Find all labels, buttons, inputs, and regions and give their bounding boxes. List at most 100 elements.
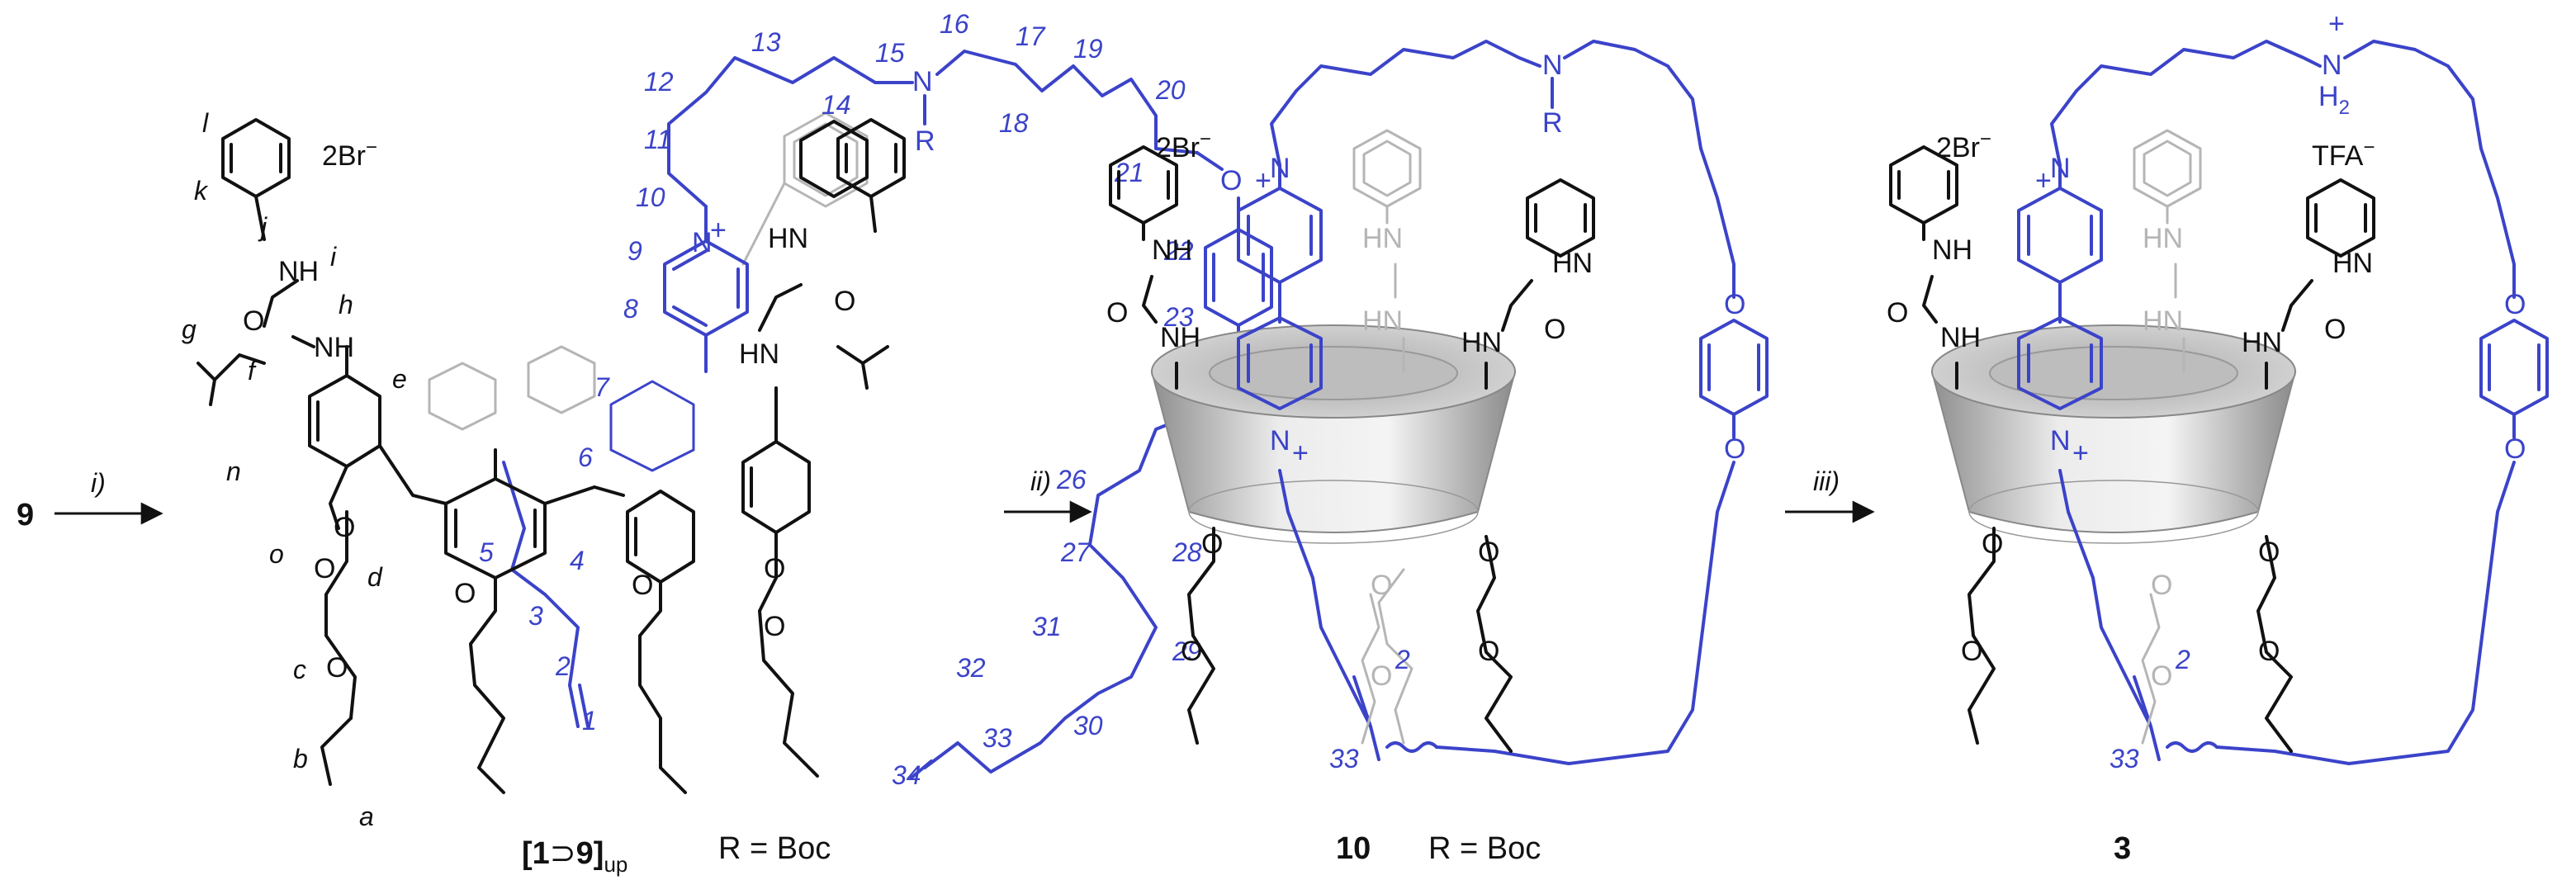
svg-text:HN: HN [2242, 327, 2282, 358]
svg-text:3: 3 [528, 601, 543, 631]
svg-text:O: O [834, 286, 855, 317]
svg-text:e: e [392, 364, 407, 394]
svg-text:O: O [1106, 297, 1128, 329]
structure1-atoms: N + N R O O NH NH O HN HN O O O O O O O … [243, 66, 1247, 684]
calixarene-back-ring [428, 345, 596, 431]
svg-text:o: o [269, 539, 284, 569]
svg-text:N: N [1270, 425, 1290, 457]
svg-text:2: 2 [555, 651, 571, 681]
svg-text:h: h [339, 290, 353, 319]
svg-text:5: 5 [479, 537, 494, 567]
svg-text:3: 3 [2114, 831, 2131, 866]
svg-text:12: 12 [644, 67, 674, 97]
svg-text:R = Boc: R = Boc [1428, 831, 1541, 866]
svg-text:13: 13 [751, 27, 781, 57]
structure1-letter-labels: a b c d e f g h i j k l n o [182, 108, 407, 831]
svg-text:8: 8 [623, 294, 638, 324]
structure3-labels: 2 33 [2110, 645, 2190, 774]
svg-text:N: N [2050, 153, 2071, 184]
svg-text:HN: HN [768, 223, 808, 254]
gray-ether-10 [1377, 568, 1413, 745]
svg-text:N: N [2050, 425, 2071, 457]
svg-text:R = Boc: R = Boc [718, 831, 831, 866]
reaction-arrow-ii: ii) [1004, 466, 1092, 523]
svg-text:23: 23 [1163, 302, 1194, 332]
gray-urea-3 [2133, 129, 2202, 745]
start-compound-label: 9 [17, 498, 34, 532]
svg-text:O: O [326, 652, 348, 684]
svg-text:20: 20 [1155, 75, 1186, 105]
svg-text:O: O [1544, 314, 1565, 345]
structure3-caption: 3 [2114, 831, 2131, 866]
structure2-atoms: N + N R O O N + NH NH O HN HN O HN HN O … [1106, 50, 1745, 692]
svg-text:O: O [1371, 660, 1392, 692]
svg-text:HN: HN [1362, 223, 1403, 254]
svg-text:N: N [1270, 153, 1290, 184]
svg-text:O: O [1181, 636, 1202, 667]
svg-text:HN: HN [739, 338, 779, 370]
svg-text:+: + [2035, 165, 2052, 196]
svg-text:34: 34 [892, 760, 921, 790]
svg-text:19: 19 [1073, 34, 1103, 64]
blue-macrocycle-10 [1237, 40, 1769, 765]
svg-text:O: O [2258, 636, 2280, 667]
svg-text:N: N [912, 66, 933, 97]
svg-text:15: 15 [875, 38, 905, 68]
structure1-caption: [1⊃9]up R = Boc [522, 831, 831, 877]
svg-text:+: + [1292, 438, 1309, 469]
svg-text:O: O [2151, 570, 2172, 601]
svg-text:HN: HN [2143, 305, 2183, 337]
gray-phenyl-ring [741, 111, 869, 266]
svg-text:O: O [1478, 537, 1499, 568]
svg-text:i: i [330, 242, 337, 272]
svg-text:O: O [2504, 433, 2526, 465]
black-ureas-3 [1889, 145, 2375, 753]
svg-text:22: 22 [1163, 236, 1194, 266]
svg-text:11: 11 [644, 125, 671, 154]
svg-text:O: O [1478, 636, 1499, 667]
svg-text:31: 31 [1032, 612, 1062, 641]
svg-text:c: c [293, 655, 306, 684]
svg-text:+: + [2072, 438, 2089, 469]
structure-rotaxane-10: N + N R O O N + NH NH O HN HN O HN HN O … [1106, 40, 1769, 866]
svg-text:n: n [226, 457, 241, 486]
svg-text:10: 10 [636, 182, 665, 212]
svg-text:O: O [2151, 660, 2172, 692]
calixarene-cone [1150, 324, 1517, 544]
svg-text:+: + [1255, 165, 1271, 196]
svg-text:27: 27 [1060, 537, 1091, 567]
svg-text:33: 33 [2110, 744, 2139, 774]
svg-text:O: O [2504, 289, 2526, 320]
svg-text:N: N [1542, 50, 1563, 81]
svg-text:R: R [1542, 107, 1563, 139]
svg-text:30: 30 [1073, 711, 1103, 740]
svg-text:TFA−: TFA− [2312, 136, 2375, 172]
svg-text:4: 4 [570, 546, 585, 575]
svg-text:i): i) [91, 468, 106, 498]
svg-text:10: 10 [1336, 831, 1371, 866]
svg-text:NH: NH [1940, 322, 1981, 353]
calixarene-cone-3 [1930, 324, 2297, 544]
svg-text:O: O [764, 611, 785, 642]
structure3-atoms: N + N + H2 O O N + NH NH O HN HN O HN HN… [1887, 8, 2526, 692]
svg-text:O: O [1371, 570, 1392, 601]
svg-text:NH: NH [1160, 322, 1200, 353]
svg-text:b: b [293, 744, 308, 774]
gray-urea-10 [1352, 129, 1422, 745]
svg-text:O: O [1220, 165, 1242, 196]
svg-text:O: O [314, 553, 335, 584]
svg-text:7: 7 [594, 372, 610, 402]
reaction-arrow-i: i) [54, 468, 163, 525]
svg-text:32: 32 [956, 653, 986, 683]
svg-text:2Br−: 2Br− [1936, 128, 1991, 163]
svg-text:g: g [182, 315, 197, 344]
svg-text:26: 26 [1056, 465, 1087, 494]
svg-text:N: N [692, 227, 713, 258]
black-ureas-10 [1109, 145, 1595, 753]
svg-text:O: O [764, 553, 785, 584]
svg-text:6: 6 [578, 442, 593, 472]
svg-text:O: O [454, 578, 476, 609]
svg-text:k: k [194, 176, 209, 206]
svg-text:HN: HN [1461, 327, 1502, 358]
